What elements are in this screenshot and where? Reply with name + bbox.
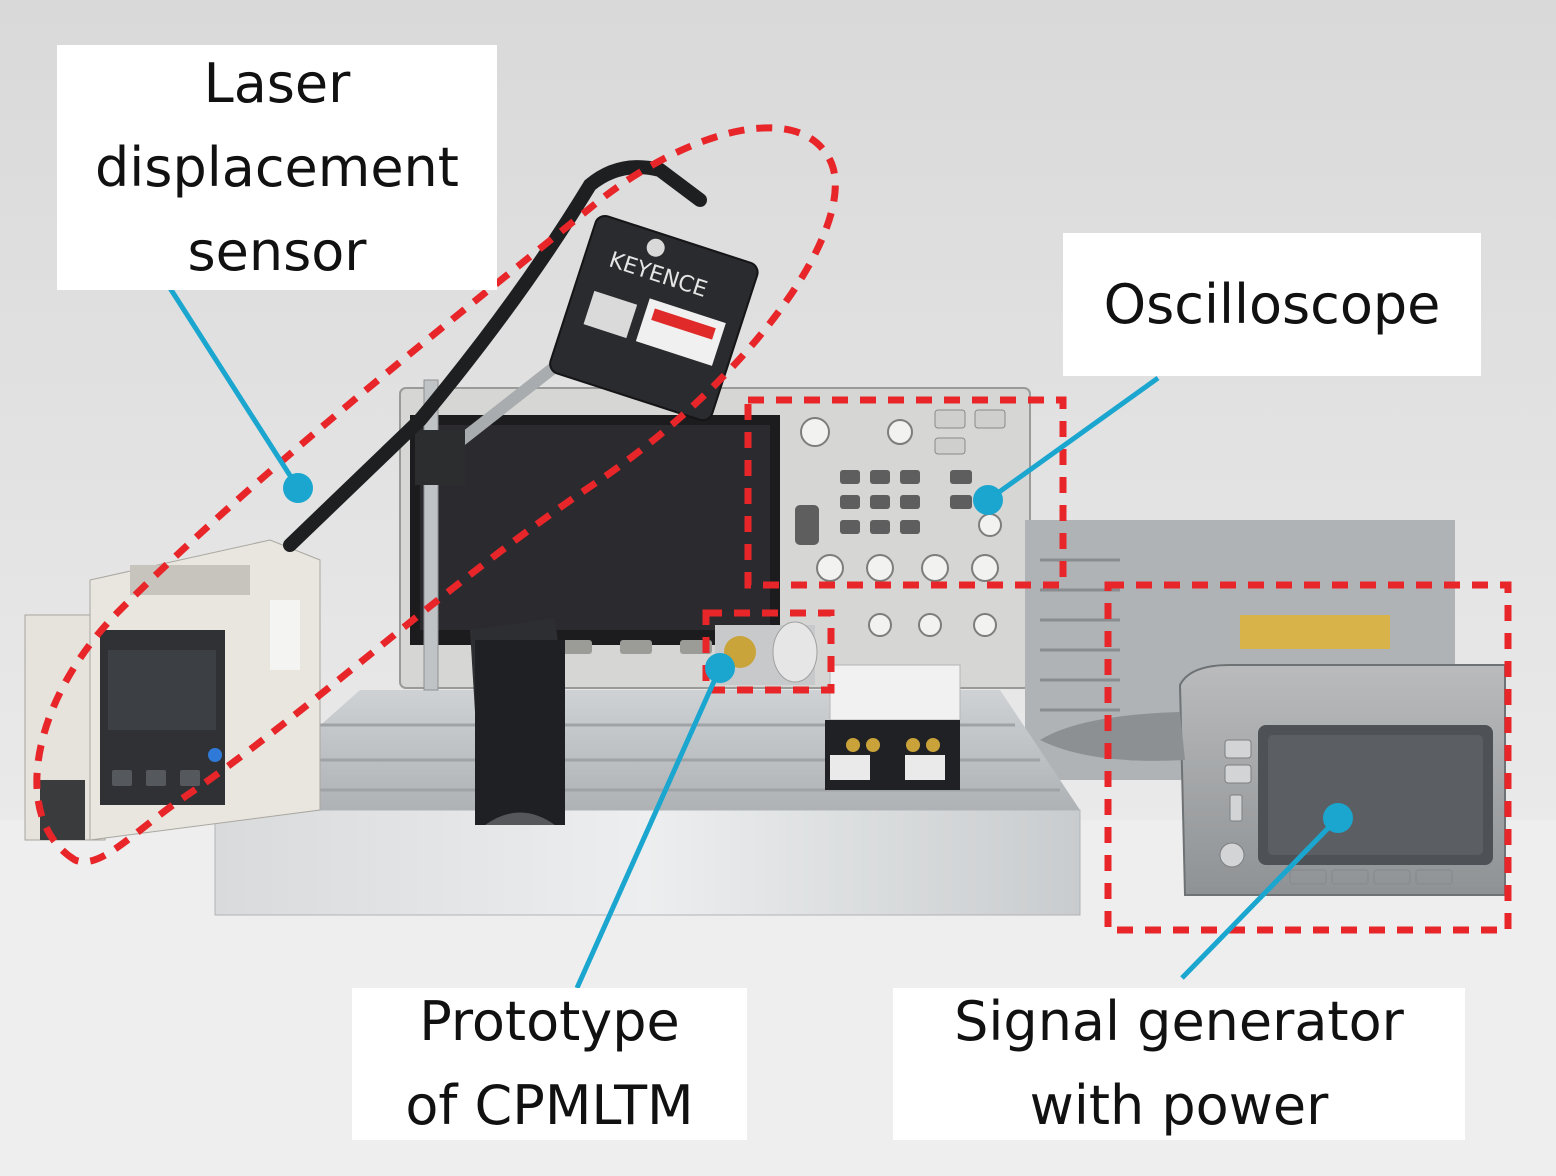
highlight-outlines [33,124,1512,934]
prototype-highlight [702,609,835,694]
sensor-stand [415,295,644,691]
signal-generator-highlight [1104,581,1512,934]
oscilloscope-highlight [744,396,1067,589]
label-prototype: Prototype of CPMLTM [352,988,747,1140]
label-prototype-line-2: of CPMLTM [405,1074,694,1137]
power-source-front [1178,664,1506,896]
linear-stage [825,664,961,790]
laser-sensor-highlight [33,124,839,866]
laser-sensor-head: KEYENCE [549,214,759,422]
label-prototype-line-1: Prototype [419,990,680,1053]
label-laser-displacement-sensor: Laser displacement sensor [57,45,497,290]
target-block [470,618,565,825]
sensor-controller [24,539,321,841]
power-cable [1040,712,1185,761]
label-laser-line-1: Laser [203,51,351,115]
label-signal-generator: Signal generator with power [893,988,1465,1140]
label-oscilloscope: Oscilloscope [1063,233,1481,376]
label-laser-line-2: displacement [95,135,459,199]
label-laser-line-3: sensor [187,219,367,283]
label-signal-line-2: with power [1029,1074,1329,1137]
callout-dots [283,473,1353,833]
label-oscilloscope-line-1: Oscilloscope [1103,272,1441,336]
callout-lines [165,283,1340,990]
label-signal-line-1: Signal generator [954,990,1404,1053]
oscilloscope-device [399,387,1031,689]
